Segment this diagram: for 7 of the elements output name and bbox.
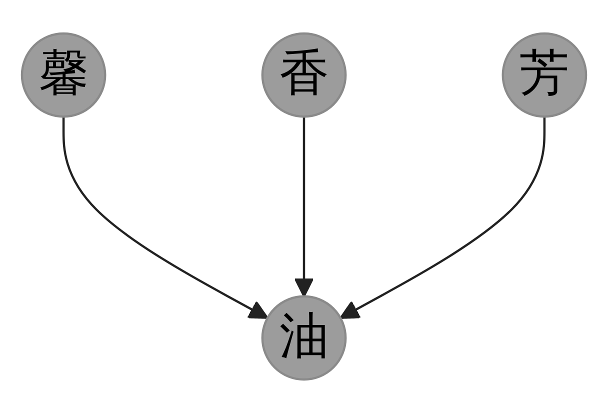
arrow [339,116,546,318]
circle-node: 馨 [20,32,106,118]
circle-node: 香 [260,32,346,118]
circle-node: 芳 [501,32,587,118]
arrow [62,116,268,318]
arrow [294,116,314,297]
circle-node: 油 [260,294,346,380]
